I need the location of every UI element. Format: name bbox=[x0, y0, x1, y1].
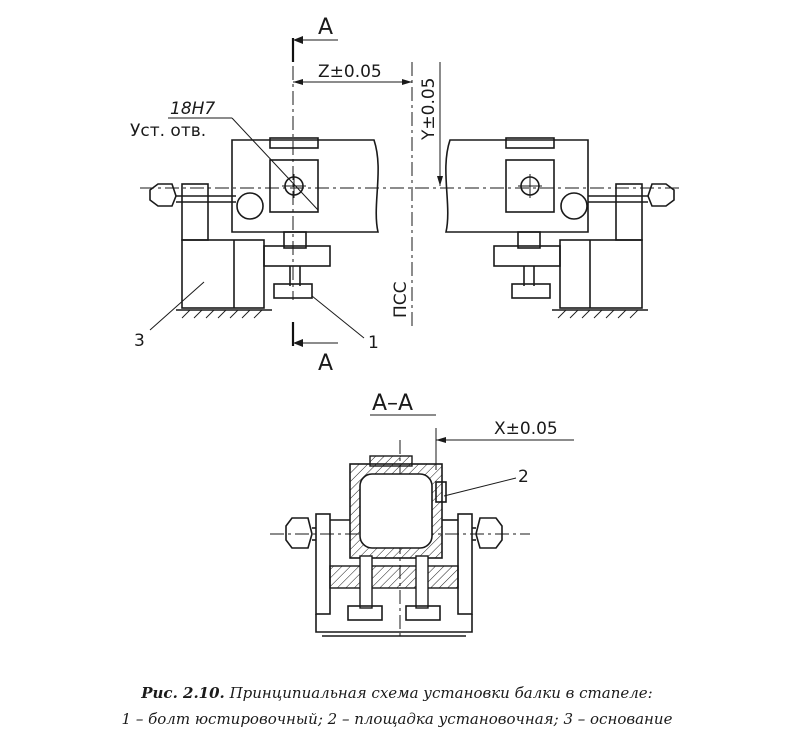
right-bracket bbox=[615, 183, 643, 241]
left-adjust-nut bbox=[283, 231, 307, 249]
section-base bbox=[315, 614, 473, 633]
dim-x-label: X±0.05 bbox=[494, 419, 558, 439]
figure-caption-line-1: Рис. 2.10. Принципиальная схема установк… bbox=[0, 684, 794, 702]
right-hole-block bbox=[505, 159, 555, 213]
callout-2: 2 bbox=[518, 467, 529, 487]
section-label-top: A bbox=[318, 15, 333, 40]
section-bolt-head-left bbox=[347, 605, 383, 621]
figure-title: Принципиальная схема установки балки в с… bbox=[229, 684, 653, 702]
right-support-pad bbox=[493, 245, 561, 267]
right-assembly bbox=[445, 137, 675, 319]
right-adjust-bolt-head bbox=[511, 283, 551, 299]
right-lug bbox=[505, 137, 555, 149]
left-assembly bbox=[149, 137, 379, 319]
section-cut-top: A bbox=[291, 15, 338, 62]
section-bolt-head-right bbox=[405, 605, 441, 621]
left-hole-block bbox=[269, 159, 319, 213]
hole-callout: 18H7 Уст. отв. bbox=[130, 99, 319, 211]
section-right-bolt-head bbox=[475, 517, 503, 549]
top-view: A A Z±0.05 ПСС Y±0.05 bbox=[130, 15, 680, 376]
section-plate bbox=[329, 565, 459, 589]
psc-label: ПСС bbox=[391, 281, 411, 318]
right-adjust-nut bbox=[517, 231, 541, 249]
section-left-bracket bbox=[315, 513, 331, 615]
left-lug bbox=[269, 137, 319, 149]
section-left-bolt-head bbox=[285, 517, 313, 549]
dimension-x: X±0.05 bbox=[435, 419, 574, 470]
hole-fit-label: 18H7 bbox=[170, 99, 215, 119]
dimension-y: Y±0.05 bbox=[419, 62, 443, 186]
dimension-z: Z±0.05 bbox=[293, 62, 412, 85]
section-label-bottom: A bbox=[318, 351, 333, 376]
beam-cavity bbox=[359, 473, 433, 549]
callout-1-leader bbox=[311, 295, 365, 339]
right-beam bbox=[445, 139, 589, 233]
section-right-bracket bbox=[457, 513, 473, 615]
right-round-nut bbox=[560, 192, 588, 220]
setting-pad bbox=[435, 481, 447, 503]
left-bolt-head bbox=[149, 183, 177, 207]
dim-z-label: Z±0.05 bbox=[318, 62, 382, 82]
left-round-nut bbox=[236, 192, 264, 220]
section-cut-bottom: A bbox=[291, 322, 338, 376]
left-adjust-bolt-head bbox=[273, 283, 313, 299]
left-support-pad bbox=[263, 245, 331, 267]
callout-3-leader bbox=[149, 281, 205, 331]
section-adjust-bolt-left bbox=[359, 555, 373, 609]
callout-1: 1 bbox=[368, 333, 379, 353]
section-title: А–А bbox=[372, 391, 413, 416]
hole-name-label: Уст. отв. bbox=[130, 121, 206, 141]
figure-legend: 1 – болт юстировочный; 2 – площадка уста… bbox=[121, 710, 673, 728]
right-base bbox=[559, 239, 643, 309]
section-view: А–А X±0.05 2 bbox=[270, 391, 574, 640]
section-adjust-bolt-right bbox=[415, 555, 429, 609]
left-bracket bbox=[181, 183, 209, 241]
left-beam bbox=[231, 139, 379, 233]
left-base bbox=[181, 239, 265, 309]
figure-number: Рис. 2.10. bbox=[141, 684, 225, 702]
right-bolt-head bbox=[647, 183, 675, 207]
dim-y-label: Y±0.05 bbox=[419, 78, 439, 141]
callout-3: 3 bbox=[134, 331, 145, 351]
callout-2-leader bbox=[443, 477, 517, 497]
